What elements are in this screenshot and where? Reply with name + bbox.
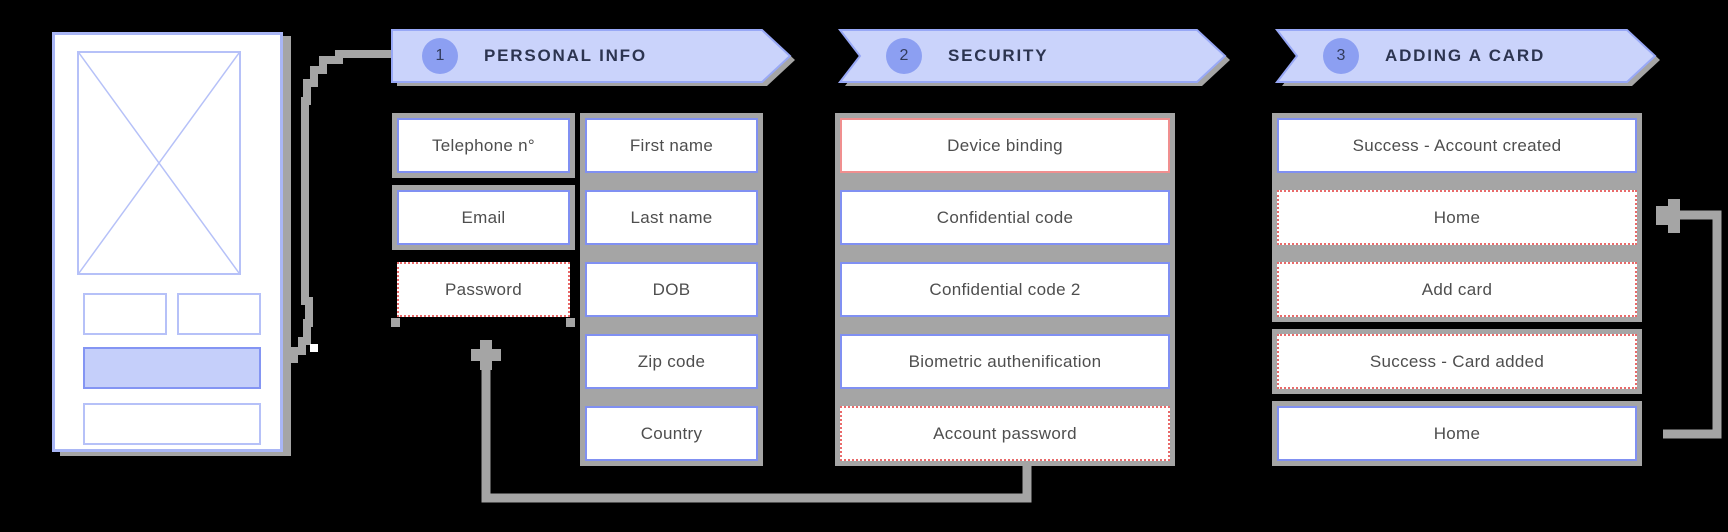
step-number-badge: 3 bbox=[1323, 38, 1359, 74]
group-adding-card-2: Success - Card added bbox=[1272, 329, 1642, 394]
step-number-badge: 2 bbox=[886, 38, 922, 74]
group-security: Device binding Confidential code Confide… bbox=[835, 113, 1175, 466]
connector-password-to-account-password bbox=[391, 318, 1032, 503]
box-account-password[interactable]: Account password bbox=[840, 406, 1170, 461]
anchor-cross[interactable] bbox=[1668, 199, 1680, 233]
step-banner-adding-a-card[interactable]: 3 ADDING A CARD bbox=[1274, 29, 1660, 86]
step-title: PERSONAL INFO bbox=[484, 46, 647, 65]
group-personal-info-a1: Telephone n° bbox=[392, 113, 575, 178]
box-biometric-authenification[interactable]: Biometric authenification bbox=[840, 334, 1170, 389]
phone-cta-button[interactable] bbox=[83, 347, 261, 389]
group-adding-card-1: Success - Account created Home Add card bbox=[1272, 113, 1642, 322]
group-adding-card-3: Home bbox=[1272, 401, 1642, 466]
box-password[interactable]: Password bbox=[397, 262, 570, 317]
thumbnail-placeholder bbox=[83, 293, 167, 335]
step-number-badge: 1 bbox=[422, 38, 458, 74]
thumbnail-placeholder bbox=[177, 293, 261, 335]
box-zip-code[interactable]: Zip code bbox=[585, 334, 758, 389]
box-home[interactable]: Home bbox=[1277, 190, 1637, 245]
box-success-card-added[interactable]: Success - Card added bbox=[1277, 334, 1637, 389]
text-block-placeholder bbox=[83, 403, 261, 445]
box-first-name[interactable]: First name bbox=[585, 118, 758, 173]
box-add-card[interactable]: Add card bbox=[1277, 262, 1637, 317]
box-home-final[interactable]: Home bbox=[1277, 406, 1637, 461]
step-banner-personal-info[interactable]: 1 PERSONAL INFO bbox=[391, 29, 795, 86]
connector-home-loop bbox=[1656, 199, 1722, 439]
box-confidential-code-2[interactable]: Confidential code 2 bbox=[840, 262, 1170, 317]
step-title: ADDING A CARD bbox=[1385, 46, 1546, 65]
box-country[interactable]: Country bbox=[585, 406, 758, 461]
box-email[interactable]: Email bbox=[397, 190, 570, 245]
box-dob[interactable]: DOB bbox=[585, 262, 758, 317]
group-personal-info-a2: Email bbox=[392, 185, 575, 250]
box-confidential-code[interactable]: Confidential code bbox=[840, 190, 1170, 245]
box-last-name[interactable]: Last name bbox=[585, 190, 758, 245]
box-telephone-number[interactable]: Telephone n° bbox=[397, 118, 570, 173]
group-personal-info-b: First name Last name DOB Zip code Countr… bbox=[580, 113, 763, 466]
phone-mockup[interactable] bbox=[52, 32, 283, 452]
step-title: SECURITY bbox=[948, 46, 1049, 65]
step-banner-security[interactable]: 2 SECURITY bbox=[837, 29, 1230, 86]
box-device-binding[interactable]: Device binding bbox=[840, 118, 1170, 173]
box-success-account-created[interactable]: Success - Account created bbox=[1277, 118, 1637, 173]
image-placeholder-icon bbox=[77, 51, 241, 275]
